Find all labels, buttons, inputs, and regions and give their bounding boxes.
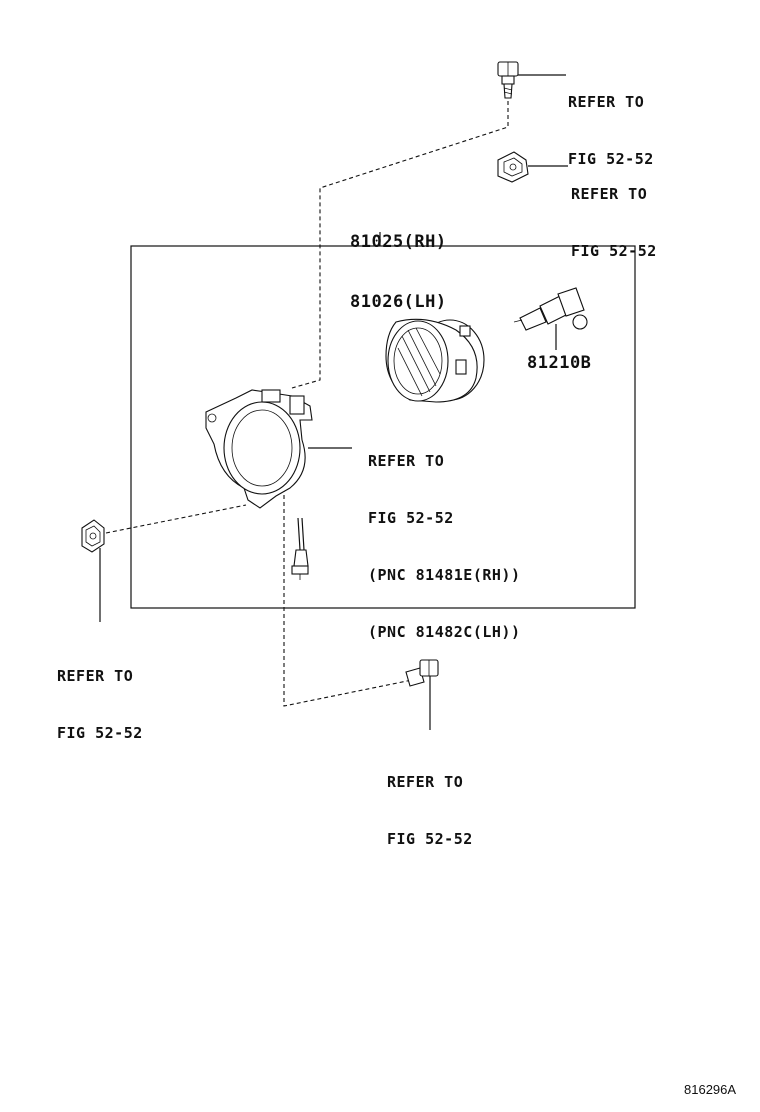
pnc-rh: (PNC 81481E(RH))	[368, 566, 521, 584]
clip-nut-icon	[81, 519, 105, 553]
bulb-part-number: 81210B	[527, 353, 592, 373]
assembly-box	[130, 245, 636, 609]
bracket-icon	[205, 389, 313, 509]
callout-bottom-screw: REFER TO FIG 52-52	[387, 735, 473, 868]
refer-to-text: REFER TO	[368, 452, 445, 470]
dashed-guide-left	[105, 504, 247, 534]
clip-nut-icon	[497, 151, 529, 183]
refer-to-text: REFER TO	[568, 93, 645, 111]
fig-reference: FIG 52-52	[568, 150, 654, 168]
refer-to-text: REFER TO	[57, 667, 134, 685]
refer-to-text: REFER TO	[571, 185, 648, 203]
fig-reference: FIG 52-52	[368, 509, 454, 527]
fig-reference: FIG 52-52	[571, 242, 657, 260]
bulb-icon	[513, 287, 588, 331]
refer-to-text: REFER TO	[387, 773, 464, 791]
fog-lamp-housing-icon	[385, 318, 485, 403]
dashed-guide-top	[291, 101, 509, 389]
callout-left-clip: REFER TO FIG 52-52	[57, 629, 143, 762]
dashed-guide-bottom	[283, 488, 413, 707]
pnc-lh: (PNC 81482C(LH))	[368, 623, 521, 641]
illustration-code: 816296A	[684, 1082, 737, 1097]
callout-top-clip: REFER TO FIG 52-52	[571, 147, 657, 280]
screw-icon	[497, 61, 519, 99]
callout-bracket: REFER TO FIG 52-52 (PNC 81481E(RH)) (PNC…	[368, 414, 521, 661]
callout-top-screw: REFER TO FIG 52-52	[568, 55, 654, 188]
assembly-part-numbers: 81025(RH) 81026(LH)	[350, 192, 447, 332]
part-number-rh: 81025(RH)	[350, 232, 447, 252]
wire-socket-icon	[291, 517, 309, 580]
fig-reference: FIG 52-52	[387, 830, 473, 848]
fig-reference: FIG 52-52	[57, 724, 143, 742]
part-number-lh: 81026(LH)	[350, 292, 447, 312]
screw-icon	[405, 659, 439, 687]
